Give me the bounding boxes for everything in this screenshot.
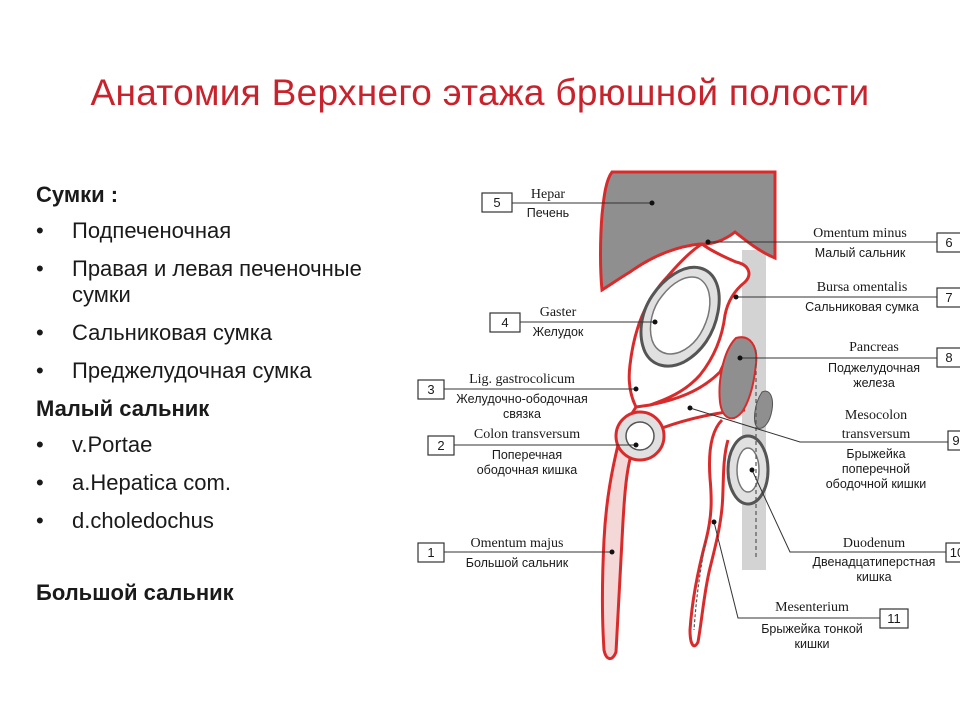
list-item: •a.Hepatica com. [36,470,231,495]
label-duodenum-russian-1: Двенадцатиперстная [813,555,936,569]
label-pancreas-russian-2: железа [853,376,895,390]
heading-omentum-majus: Большой сальник [36,580,234,605]
colon-lumen [625,421,655,451]
label-colon-latin: Colon transversum [474,427,580,442]
slide-title: Анатомия Верхнего этажа брюшной полости [90,72,870,113]
label-hepar-latin: Hepar [531,187,566,202]
label-num-11: 11 [887,611,901,626]
label-num-3: 3 [427,382,434,397]
label-mesenterium-latin: Mesenterium [775,600,849,615]
label-num-7: 7 [945,290,952,305]
label-mesenterium-russian-1: Брыжейка тонкой [761,622,863,636]
list-item: •d.choledochus [36,508,214,533]
label-bursa-russian: Сальниковая сумка [805,300,919,314]
label-duodenum-latin: Duodenum [843,536,905,551]
label-mesenterium-russian-2: кишки [795,637,830,651]
mesenterium-shape [688,418,730,648]
label-omentum-majus-russian: Большой сальник [466,556,569,570]
omentum-minus-list: •v.Portae •a.Hepatica com. •d.choledochu… [36,432,396,534]
label-mesocolon-russian-1: Брыжейка [846,447,905,461]
outline-text: Сумки : •Подпеченочная •Правая и левая п… [36,182,396,616]
label-num-2: 2 [437,438,444,453]
stomach-lumen [649,276,711,355]
label-mesocolon-latin-2: transversum [842,427,911,442]
heading-bursae: Сумки : [36,182,119,207]
pancreas-tail [754,390,773,429]
label-mesocolon-russian-3: ободочной кишки [826,477,927,491]
label-omentum-majus-latin: Omentum majus [471,536,564,551]
heading-omentum-minus: Малый сальник [36,396,210,421]
label-box-9 [947,430,960,451]
label-num-8: 8 [945,350,952,365]
label-num-10: 10 [950,545,960,560]
label-mesocolon-russian-2: поперечной [842,462,910,476]
omentum-majus-shape [601,406,651,660]
list-item: •Подпеченочная [36,218,232,243]
label-omentum-minus-latin: Omentum minus [813,226,907,241]
label-colon-russian-2: ободочная кишка [477,463,578,477]
mesenterium-dash [693,539,707,631]
label-num-4: 4 [501,315,508,330]
liver-shape [599,170,777,293]
label-pancreas-russian-1: Поджелудочная [828,361,920,375]
label-lig-russian-1: Желудочно-ободочная [456,392,587,406]
label-lig-russian-2: связка [503,407,541,421]
label-gaster-russian: Желудок [533,325,584,339]
label-lig-latin: Lig. gastrocolicum [469,372,575,387]
label-omentum-minus-russian: Малый сальник [815,246,906,260]
list-item: •v.Portae [36,432,153,457]
label-mesocolon-latin-1: Mesocolon [845,408,907,423]
label-hepar-russian: Печень [527,206,569,220]
label-colon-russian-1: Поперечная [492,448,562,462]
label-pancreas-latin: Pancreas [849,340,899,355]
list-item: •Преджелудочная сумка [36,358,312,383]
label-gaster-latin: Gaster [540,305,577,320]
duodenum-lumen [736,447,760,493]
label-bursa-latin: Bursa omentalis [817,280,908,295]
anatomy-diagram: 5 Hepar Печень 6 Omentum minus Малый сал… [417,170,960,660]
list-item: •Правая и левая печеночные сумки [36,256,362,307]
list-item: •Сальниковая сумка [36,320,273,345]
label-duodenum-russian-2: кишка [856,570,891,584]
label-num-5: 5 [493,195,500,210]
bursae-list: •Подпеченочная •Правая и левая печеночны… [36,218,396,384]
label-num-1: 1 [427,545,434,560]
label-num-9: 9 [952,433,959,448]
label-num-6: 6 [945,235,952,250]
